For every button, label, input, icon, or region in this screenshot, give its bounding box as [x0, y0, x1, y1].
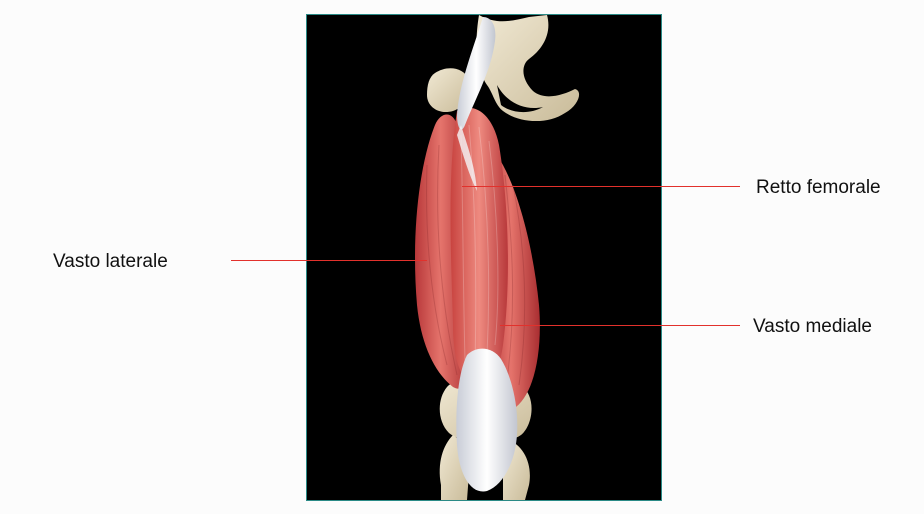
vastus-medialis-leader-line — [500, 325, 740, 326]
vastus-medialis-label: Vasto mediale — [753, 317, 872, 336]
rectus-femoris-label: Retto femorale — [756, 178, 881, 197]
vastus-lateralis-label: Vasto laterale — [53, 252, 168, 271]
anatomy-illustration — [306, 14, 662, 501]
pelvis-bone — [427, 15, 579, 121]
rectus-femoris-leader-line — [462, 186, 740, 187]
vastus-lateralis-leader-line — [231, 260, 427, 261]
